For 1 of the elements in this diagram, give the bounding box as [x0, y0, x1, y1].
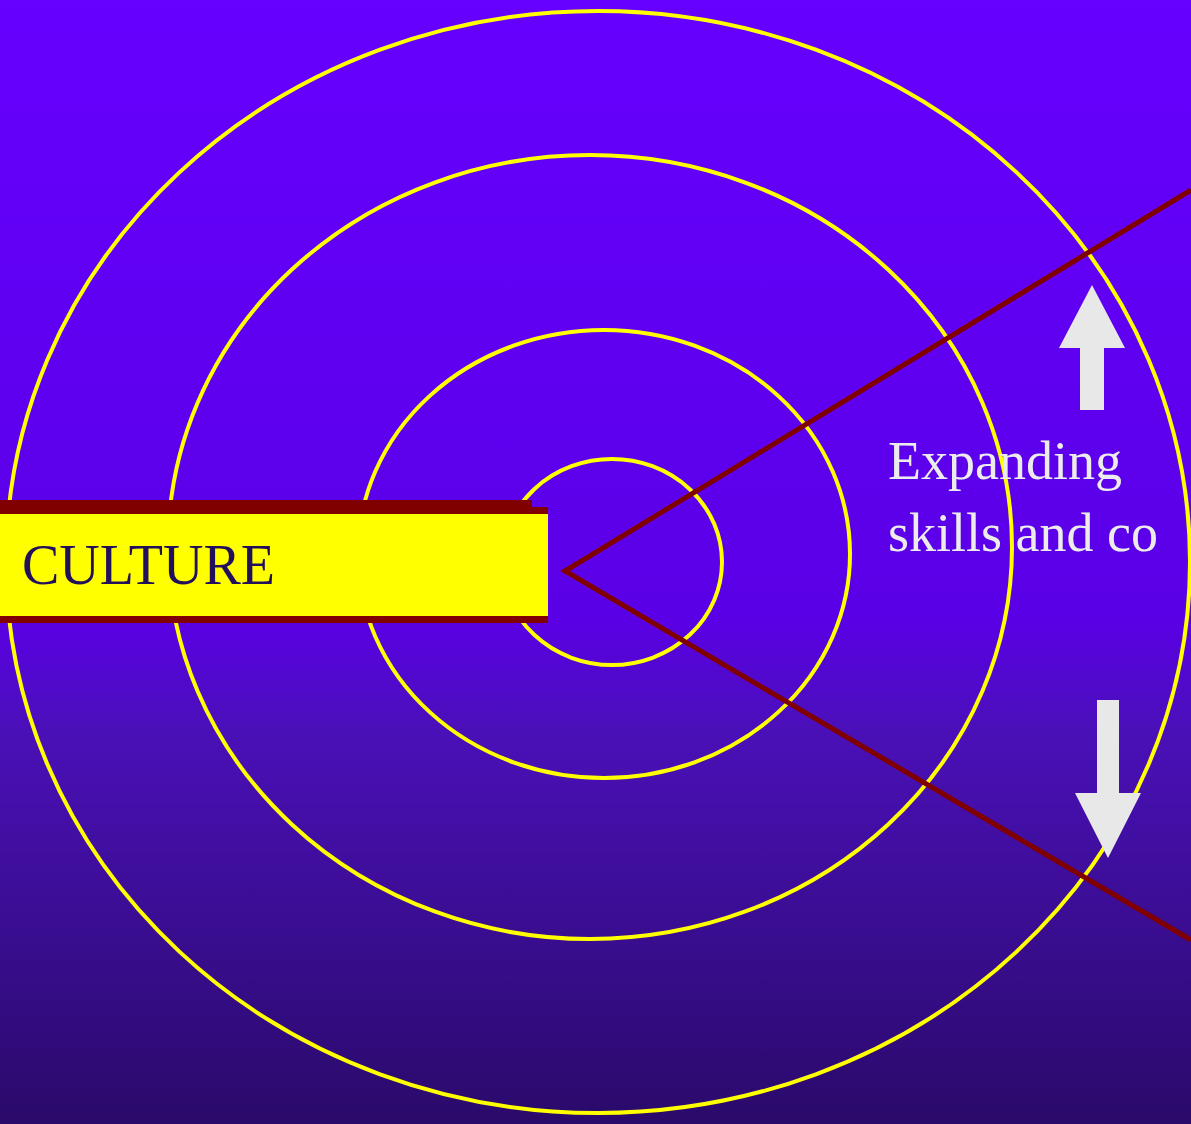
- title-banner: CULTURE: [0, 507, 548, 623]
